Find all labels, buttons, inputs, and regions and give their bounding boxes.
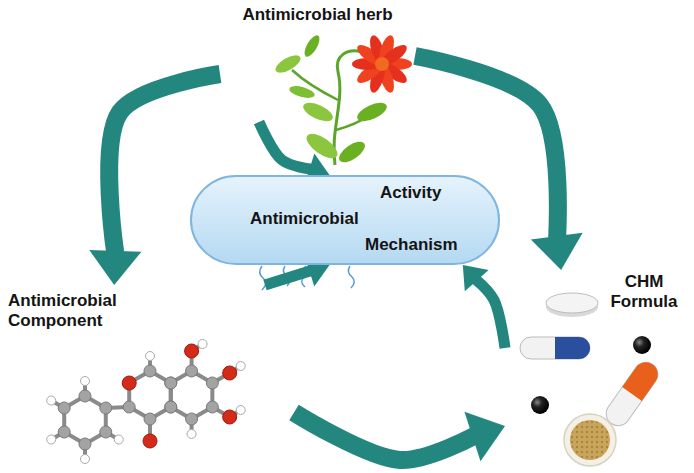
- arrow-shaft: [259, 122, 311, 169]
- herb-plant: [301, 99, 336, 125]
- molecule-model: [165, 377, 177, 389]
- molecule-model: [114, 435, 123, 444]
- flow-arrow: [89, 74, 220, 285]
- pills: [531, 396, 549, 414]
- arrow-head: [531, 233, 583, 270]
- bacterium-flagella: [260, 266, 355, 290]
- molecule-model: [58, 426, 70, 438]
- pills: [546, 293, 598, 313]
- molecule-model: [144, 413, 156, 425]
- molecule-model: [123, 401, 135, 413]
- herb-group: Antimicrobial herb: [220, 2, 415, 122]
- molecule-model: [206, 377, 218, 389]
- molecule-model: [187, 430, 196, 439]
- flow-arrow: [294, 412, 505, 462]
- pills: [555, 337, 590, 359]
- herb-plant: [303, 129, 342, 163]
- herb-plant: [273, 33, 412, 166]
- molecule-model: [47, 396, 56, 405]
- molecule-model: [165, 401, 177, 413]
- molecule-model: [186, 365, 198, 377]
- bacterium-flagella: [348, 266, 354, 288]
- bacterium-flagella: [260, 266, 266, 290]
- molecule-model: [146, 352, 155, 361]
- molecule-model: [81, 455, 90, 464]
- molecule-model: [186, 413, 198, 425]
- cell-text: Antimicrobial: [250, 209, 359, 229]
- bacterium-cell: ActivityAntimicrobialMechanism: [190, 175, 500, 265]
- molecule-model: [165, 377, 177, 389]
- molecule-model: [185, 344, 199, 358]
- cell-text: Mechanism: [365, 235, 458, 255]
- molecule-model: [47, 435, 56, 444]
- cell-text: Activity: [380, 183, 441, 203]
- flow-arrow: [463, 265, 505, 348]
- pills: [520, 293, 662, 466]
- molecule-model: [144, 365, 156, 377]
- molecule-model: [223, 410, 237, 424]
- herb-plant: [336, 138, 369, 167]
- herb-plant: [355, 99, 390, 125]
- molecule-model: [206, 401, 218, 413]
- molecule-model: [79, 390, 91, 402]
- molecule-model: [143, 434, 157, 448]
- arrow-shaft: [294, 413, 474, 461]
- flow-arrow: [259, 122, 330, 184]
- flower: [352, 34, 412, 95]
- pills: [520, 337, 590, 359]
- formula-group: CHM Formula: [505, 270, 692, 465]
- molecule-model: [122, 376, 136, 390]
- molecule-model: [236, 362, 245, 371]
- arrow-head: [464, 412, 505, 462]
- molecule-model: [165, 401, 177, 413]
- molecule-model: [100, 426, 112, 438]
- component-group: Antimicrobial Component: [4, 285, 294, 455]
- flower: [375, 57, 389, 71]
- molecule-model: [198, 340, 207, 349]
- arrow-shaft: [475, 279, 505, 348]
- pills: [570, 420, 610, 460]
- pills: [622, 358, 662, 401]
- arrow-head: [89, 250, 141, 285]
- component-heading: Antimicrobial Component: [8, 291, 148, 331]
- pills: [564, 414, 616, 466]
- arrow-shaft: [265, 271, 311, 285]
- molecule-model: [223, 366, 237, 380]
- herb-heading: Antimicrobial herb: [242, 5, 392, 25]
- herb-plant: [302, 33, 323, 59]
- molecule-model: [79, 438, 91, 450]
- herb-plant: [288, 84, 316, 100]
- molecule-model: [236, 406, 245, 415]
- pills: [520, 337, 590, 359]
- molecule-model: [58, 402, 70, 414]
- molecule-model: [100, 402, 112, 414]
- pills: [602, 358, 663, 431]
- molecule-model: [81, 377, 90, 386]
- pills: [633, 336, 651, 354]
- herb-plant: [273, 52, 303, 76]
- formula-heading: CHM Formula: [600, 272, 688, 312]
- pills: [602, 358, 663, 431]
- arrow-head: [463, 265, 489, 291]
- molecule-model: [47, 340, 245, 464]
- cell-outline: [191, 176, 499, 264]
